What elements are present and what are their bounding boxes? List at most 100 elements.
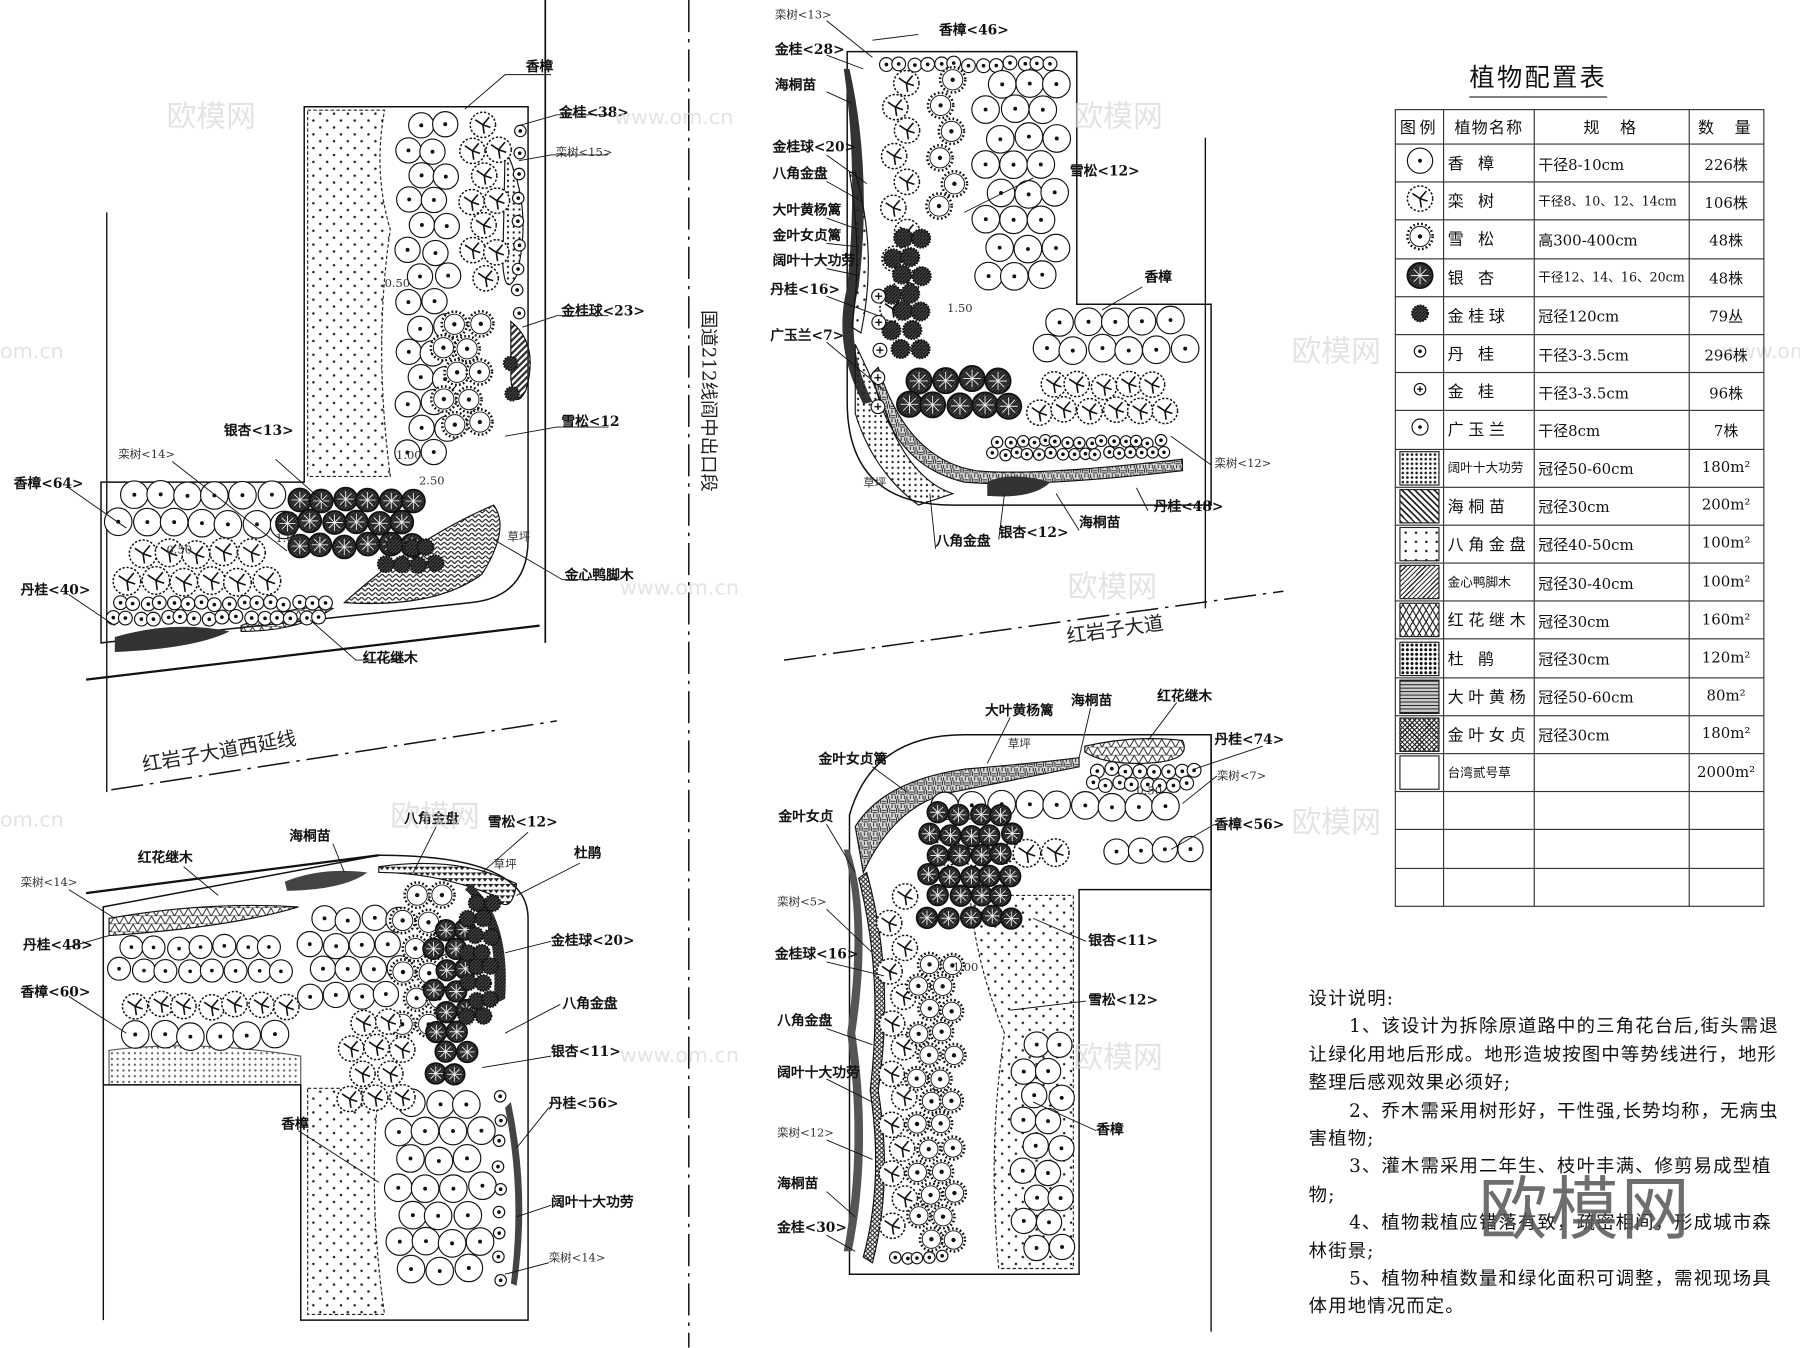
callout-label: 红花继木 — [363, 649, 418, 666]
cedar-icon — [905, 1021, 932, 1047]
luan-tree-icon — [878, 1212, 906, 1240]
callout-label: 栾树<12> — [777, 1125, 834, 1139]
luan-tree-icon — [1090, 373, 1118, 401]
legend-symbol-cell — [1394, 333, 1445, 374]
callout-label: 海桐苗 — [289, 827, 331, 844]
camphor-icon — [439, 1174, 468, 1203]
osmanthus-ball-icon — [393, 555, 411, 574]
ginkgo-icon — [425, 1020, 448, 1044]
luan-tree-icon — [1050, 395, 1078, 423]
red-osmanthus-icon — [206, 597, 222, 613]
camphor-icon — [408, 162, 435, 189]
callout-label: 雪松<12> — [488, 814, 558, 831]
callout-label: 阔叶十大功劳 — [551, 1194, 634, 1211]
ginkgo-icon — [984, 367, 1012, 395]
camphor-icon — [1045, 308, 1074, 337]
luan-tree-icon — [1406, 185, 1433, 213]
red-osmanthus-icon — [493, 1089, 507, 1103]
cedar-icon — [429, 385, 458, 413]
red-osmanthus-icon — [269, 610, 285, 626]
callout-label: 红花继木 — [138, 849, 193, 866]
red-osmanthus-icon — [1044, 446, 1057, 460]
legend-symbol-cell — [1394, 524, 1445, 564]
legend-symbol-cell — [1394, 562, 1445, 602]
legend-spec: 干径12、14、16、20cm — [1533, 257, 1690, 298]
red-osmanthus-icon — [1028, 436, 1041, 449]
osmanthus-ball-icon — [458, 909, 477, 928]
legend-symbol-cell — [1394, 714, 1445, 755]
camphor-icon — [1070, 791, 1100, 820]
camphor-icon — [453, 1200, 483, 1230]
watermark-text: www.om.cn — [620, 576, 739, 600]
callout-label: 八角金盘 — [776, 1012, 832, 1029]
red-osmanthus-icon — [1410, 418, 1429, 437]
luan-tree-icon — [198, 993, 226, 1021]
golden-osmanthus-icon — [870, 399, 886, 415]
callout-label: 栾树<12> — [1215, 456, 1272, 470]
camphor-icon — [408, 112, 435, 139]
table-header: 图例 植物名称 规 格 数 量 — [1394, 109, 1764, 145]
callout-label: 银杏<12> — [999, 524, 1069, 541]
heart-lattice-swatch-icon — [1399, 641, 1440, 676]
golden-osmanthus-icon — [1413, 383, 1426, 396]
red-osmanthus-icon — [511, 191, 525, 205]
camphor-icon — [360, 956, 388, 983]
contour-label: 1.00 — [276, 531, 302, 545]
cedar-icon — [938, 65, 967, 94]
cedar-icon — [1405, 223, 1434, 251]
red-osmanthus-icon — [153, 958, 178, 984]
contour-label: 1.50 — [947, 301, 973, 315]
red-osmanthus-icon — [513, 146, 527, 160]
camphor-icon — [348, 983, 376, 1010]
red-osmanthus-icon — [510, 283, 524, 297]
watermark-logo: 欧模网 — [1478, 1169, 1693, 1251]
watermark-text: 欧模网 — [1068, 570, 1157, 605]
cedar-icon — [389, 958, 417, 986]
callouts-top-right: 栾树<13> 金桂<28> 香樟<46> 海桐苗 金桂球<20> 八角金盘 大叶… — [770, 7, 1271, 549]
cedar-icon — [928, 1159, 955, 1185]
red-osmanthus-icon — [1132, 763, 1148, 779]
luan-tree-icon — [459, 137, 486, 165]
red-osmanthus-icon — [186, 610, 202, 626]
cedar-icon — [928, 1018, 955, 1045]
red-osmanthus-icon — [304, 595, 320, 611]
red-osmanthus-icon — [1413, 344, 1426, 358]
camphor-icon — [396, 1254, 426, 1284]
callout-label: 金桂球<16> — [774, 946, 859, 963]
red-osmanthus-icon — [1010, 446, 1024, 459]
camphor-icon — [1406, 147, 1433, 175]
camphor-icon — [1047, 1184, 1074, 1212]
camphor-icon — [296, 930, 323, 958]
cedar-icon — [428, 881, 456, 909]
camphor-icon — [1127, 306, 1157, 336]
camphor-icon — [385, 1227, 415, 1256]
red-osmanthus-icon — [188, 935, 213, 960]
osmanthus-ball-icon — [902, 319, 923, 341]
camphor-icon — [406, 315, 434, 343]
legend-name: 丹 桂 — [1442, 333, 1535, 374]
red-osmanthus-icon — [180, 596, 196, 612]
camphor-icon — [437, 1229, 467, 1258]
red-osmanthus-icon — [1032, 448, 1046, 461]
camphor-icon — [1034, 1159, 1062, 1187]
callout-label: 海桐苗 — [775, 77, 817, 94]
luan-tree-icon — [112, 566, 142, 596]
osmanthus-ball-icon — [376, 555, 395, 574]
callout-label: 广玉兰<7> — [770, 327, 844, 344]
osmanthus-ball-icon — [1410, 304, 1429, 323]
ginkgo-icon — [389, 509, 415, 535]
red-osmanthus-icon — [920, 56, 936, 72]
camphor-icon — [974, 261, 1003, 291]
ginkgo-icon — [456, 1040, 479, 1064]
red-osmanthus-icon — [1029, 55, 1045, 71]
legend-spec: 干径3-3.5cm — [1533, 333, 1690, 374]
cedar-icon — [465, 358, 494, 386]
camphor-icon — [987, 70, 1017, 99]
callout-label: 栾树<13> — [775, 7, 832, 21]
ginkgo-icon — [926, 883, 949, 907]
luan-tree-icon — [875, 909, 903, 937]
ginkgo-icon — [896, 390, 924, 418]
